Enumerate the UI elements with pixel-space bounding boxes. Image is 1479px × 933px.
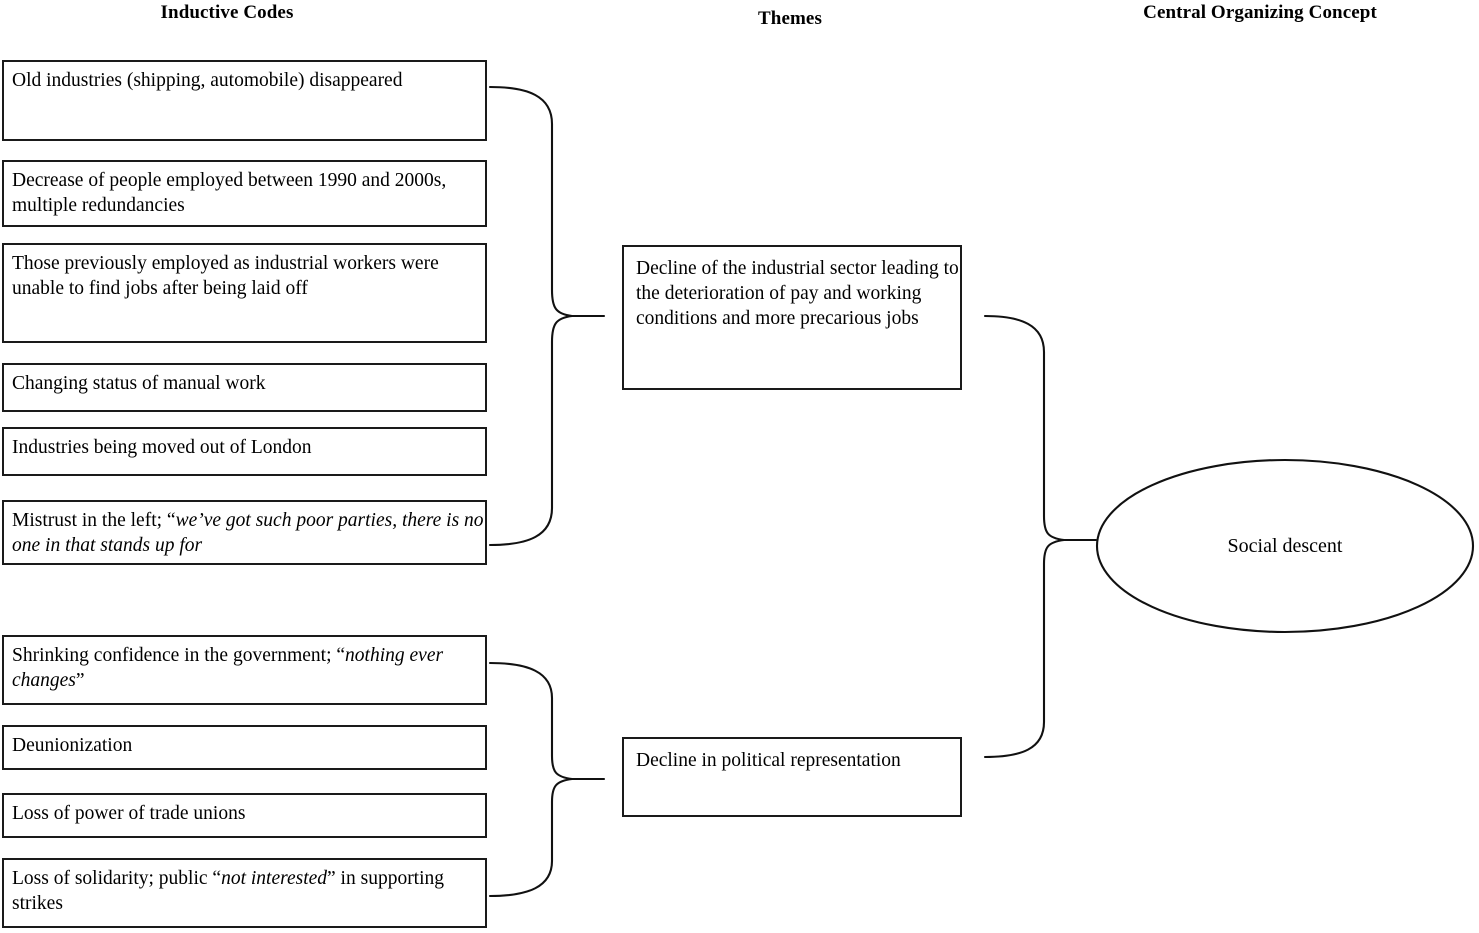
- code-text-plain-suffix: ”: [75, 670, 85, 691]
- code-text-quote: not interested: [221, 868, 328, 889]
- column-header-themes: Themes: [758, 8, 822, 29]
- theme-box-text: Decline of the industrial sector leading…: [636, 258, 959, 329]
- code-box-text: Mistrust in the left; “we’ve got such po…: [12, 508, 485, 558]
- code-box-loss-of-solidarity[interactable]: Loss of solidarity; public “not interest…: [2, 858, 487, 928]
- column-header-inductive-codes: Inductive Codes: [160, 2, 294, 23]
- central-concept-ellipse[interactable]: Social descent: [1095, 458, 1475, 634]
- code-box-loss-of-power-trade-unions[interactable]: Loss of power of trade unions: [2, 793, 487, 838]
- central-concept-label: Social descent: [1227, 535, 1343, 557]
- code-text-plain: Mistrust in the left; “: [12, 510, 176, 531]
- code-box-shrinking-confidence[interactable]: Shrinking confidence in the government; …: [2, 635, 487, 705]
- brace-themes-to-central: [983, 314, 1066, 759]
- code-box-text: Industries being moved out of London: [12, 437, 312, 458]
- code-text-plain: Shrinking confidence in the government; …: [12, 645, 346, 666]
- code-box-text: Loss of solidarity; public “not interest…: [12, 866, 485, 916]
- code-box-unable-to-find-jobs[interactable]: Those previously employed as industrial …: [2, 243, 487, 343]
- code-box-industries-moved-out-of-london[interactable]: Industries being moved out of London: [2, 427, 487, 476]
- theme-box-decline-political-representation[interactable]: Decline in political representation: [622, 737, 962, 817]
- code-box-text: Decrease of people employed between 1990…: [12, 170, 447, 216]
- code-box-text: Changing status of manual work: [12, 373, 266, 394]
- brace-codes-group-a: [488, 85, 574, 547]
- code-box-text: Shrinking confidence in the government; …: [12, 643, 485, 693]
- code-text-quote: nothing ever changes: [12, 645, 444, 691]
- code-box-text: Those previously employed as industrial …: [12, 253, 439, 299]
- ellipse-shape: [1095, 458, 1475, 634]
- code-box-mistrust-in-the-left[interactable]: Mistrust in the left; “we’ve got such po…: [2, 500, 487, 565]
- code-box-old-industries[interactable]: Old industries (shipping, automobile) di…: [2, 60, 487, 141]
- brace-codes-group-b: [488, 661, 574, 898]
- theme-box-text: Decline in political representation: [636, 750, 901, 771]
- code-text-quote: we’ve got such poor parties, there is no…: [12, 510, 484, 556]
- code-box-text: Old industries (shipping, automobile) di…: [12, 70, 403, 91]
- code-box-changing-status-manual-work[interactable]: Changing status of manual work: [2, 363, 487, 412]
- theme-box-decline-industrial-sector[interactable]: Decline of the industrial sector leading…: [622, 245, 962, 390]
- code-text-plain-suffix: ” in supporting strikes: [12, 868, 445, 914]
- column-header-central-organizing-concept: Central Organizing Concept: [1143, 2, 1377, 23]
- code-box-text: Deunionization: [12, 735, 133, 756]
- code-box-decrease-employed[interactable]: Decrease of people employed between 1990…: [2, 160, 487, 227]
- code-box-text: Loss of power of trade unions: [12, 803, 246, 824]
- code-box-deunionization[interactable]: Deunionization: [2, 725, 487, 770]
- code-text-plain: Loss of solidarity; public “: [12, 868, 222, 889]
